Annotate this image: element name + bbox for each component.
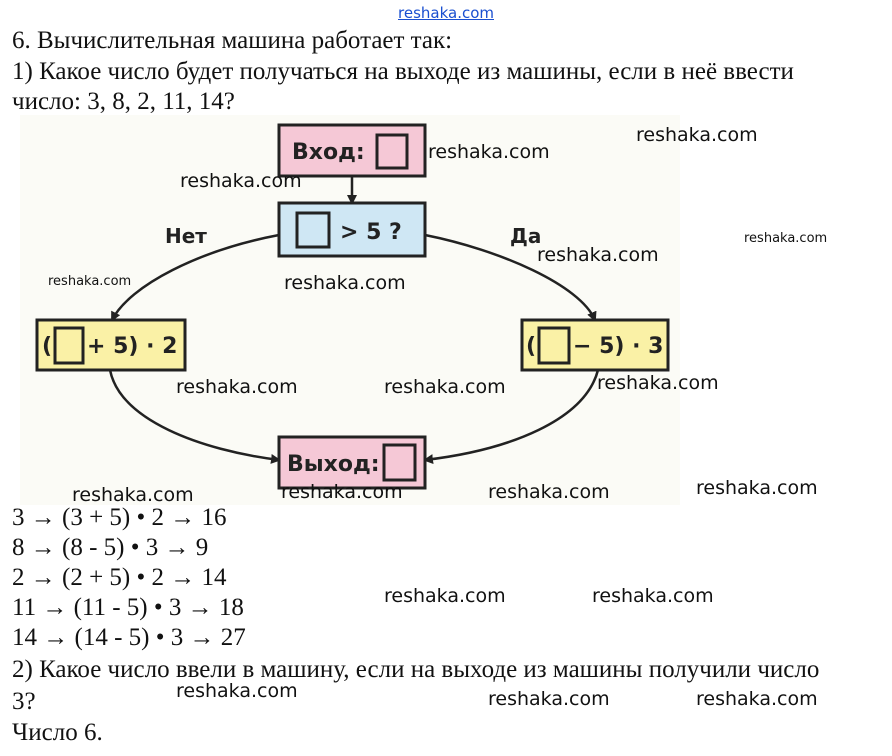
arrows [108,176,600,465]
output-label: Выход: [287,452,380,477]
watermark: reshaka.com [636,124,758,146]
output-box: Выход: [277,435,427,490]
input-box: Вход: [277,123,427,178]
watermark: reshaka.com [284,272,406,294]
watermark: reshaka.com [176,680,298,702]
left-slot [53,326,85,365]
problem-title: 6. Вычислительная машина работает так: [12,27,453,54]
watermark: reshaka.com [696,477,818,499]
yes-label: Да [510,224,541,248]
condition-box: > 5 ? [277,201,427,258]
watermark: reshaka.com [537,244,659,266]
watermark: reshaka.com [592,585,714,607]
answer-line: 3 → (3 + 5) • 2 → 16 [12,504,227,531]
arrow-no-branch [110,233,280,322]
question-2-line-2: 3? [12,688,36,715]
right-slot [537,326,571,365]
watermark: reshaka.com [384,376,506,398]
question-2-line-1: 2) Какое число ввели в машину, если на в… [12,656,820,683]
watermark: reshaka.com [48,274,132,289]
answer-line: 14 → (14 - 5) • 3 → 27 [12,624,246,651]
arrow-left-to-output [108,369,281,464]
flowchart-diagram: Вход: > 5 ? Нет Да ( + 5) · 2 ( − 5) · 3… [20,115,680,505]
right-formula-box: ( − 5) · 3 [520,318,670,372]
watermark: reshaka.com [176,376,298,398]
watermark: reshaka.com [72,484,194,506]
question-1-line-1: 1) Какое число будет получаться на выход… [12,58,794,85]
watermark: reshaka.com [384,585,506,607]
input-slot [375,133,409,170]
answer-line: 8 → (8 - 5) • 3 → 9 [12,534,209,561]
answer-line: 11 → (11 - 5) • 3 → 18 [12,594,244,621]
right-paren: ( [526,334,536,359]
arrow-right-to-output [423,369,600,465]
watermark-link[interactable]: reshaka.com [398,4,494,22]
no-label: Нет [165,224,207,248]
left-formula: + 5) · 2 [87,334,177,359]
right-formula: − 5) · 3 [573,334,663,359]
left-paren: ( [42,334,52,359]
output-slot [382,443,417,482]
question-1-line-2: число: 3, 8, 2, 11, 14? [12,88,235,115]
watermark: reshaka.com [597,372,719,394]
watermark: reshaka.com [744,231,828,246]
input-label: Вход: [292,140,365,165]
answer-line: 2 → (2 + 5) • 2 → 14 [12,564,227,591]
left-formula-box: ( + 5) · 2 [35,318,187,372]
answer-2: Число 6. [12,719,103,746]
watermark: reshaka.com [488,688,610,710]
watermark: reshaka.com [428,141,550,163]
watermark: reshaka.com [281,481,403,503]
watermark: reshaka.com [696,688,818,710]
condition-label: > 5 ? [340,220,402,245]
watermark: reshaka.com [488,481,610,503]
watermark: reshaka.com [180,170,302,192]
arrow-yes-branch [424,233,597,322]
condition-slot [295,211,331,249]
